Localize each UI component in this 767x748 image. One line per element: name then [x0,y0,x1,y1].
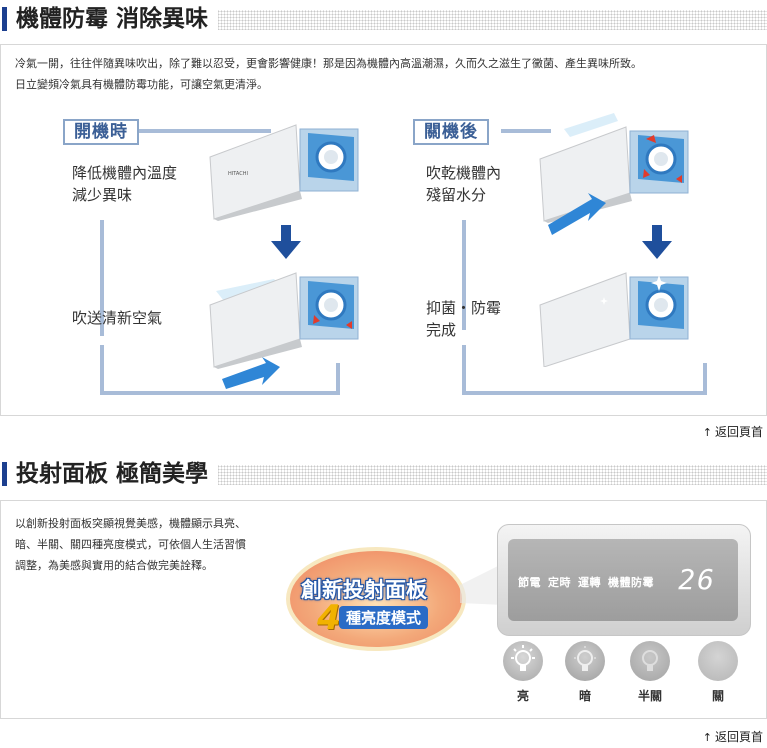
arrow-up-icon: ↑ [702,731,712,744]
aircon-unit-icon [209,272,359,389]
arrow-down-icon [642,225,672,259]
bulb-half-off-icon [630,641,670,681]
antimold-panel: 冷氣一開，往往伴隨異味吹出，除了難以忍受，更會影響健康！那是因為機體內高溫潮濕，… [0,44,767,416]
section-accent-bar [2,7,7,31]
arrow-down-icon [271,225,301,259]
bulb-label: 亮 [516,689,529,703]
aircon-unit-icon [539,272,689,367]
svg-text:HITACHI: HITACHI [228,171,248,177]
bulb-dim-icon [565,641,605,681]
aircon-unit-icon: HITACHI [209,124,359,221]
section-accent-bar [2,462,7,486]
projection-display: 節電定時運轉機體防霉 26 [497,524,751,636]
badge-title: 創新投射面板 [301,578,427,602]
intro-text: 冷氣一開，往往伴隨異味吹出，除了難以忍受，更會影響健康！那是因為機體內高溫潮濕，… [15,57,642,91]
step-desc: 抑菌・防霉 完成 [426,299,502,339]
badge-number: 4 [317,598,341,638]
stage-label-power-off: 關機後 [413,119,489,145]
bulb-label: 半關 [637,689,662,703]
display-temperature: 26 [678,563,716,596]
panel-description: 以創新投射面板突顯視覺美感，機體顯示具亮、 暗、半關、關四種亮度模式，可依個人生… [15,517,246,572]
bulb-bright-icon [503,641,543,681]
display-indicators: 節電定時運轉機體防霉 [518,576,654,589]
projection-panel-section: 以創新投射面板突顯視覺美感，機體顯示具亮、 暗、半關、關四種亮度模式，可依個人生… [0,500,767,719]
step-desc: 降低機體內溫度 減少異味 [72,164,178,204]
step-desc: 吹送清新空氣 [72,309,163,327]
section-title: 機體防霉 消除異味 [16,4,219,34]
section-title: 投射面板 極簡美學 [16,459,219,489]
section-header-antimold: 機體防霉 消除異味 [0,4,767,34]
back-to-top-link[interactable]: ↑返回頁首 [702,425,763,439]
bulb-label: 暗 [578,689,591,703]
aircon-unit-icon [539,113,689,235]
stage-label-power-on: 開機時 [63,119,139,145]
arrow-up-icon: ↑ [702,426,712,439]
back-to-top-link[interactable]: ↑返回頁首 [702,730,763,744]
bulb-label: 關 [711,689,724,703]
section-header-panel: 投射面板 極簡美學 [0,459,767,489]
bulb-off-icon [698,641,738,681]
badge-subtitle: 種亮度模式 [339,606,429,629]
step-desc: 吹乾機體內 殘留水分 [426,164,502,204]
